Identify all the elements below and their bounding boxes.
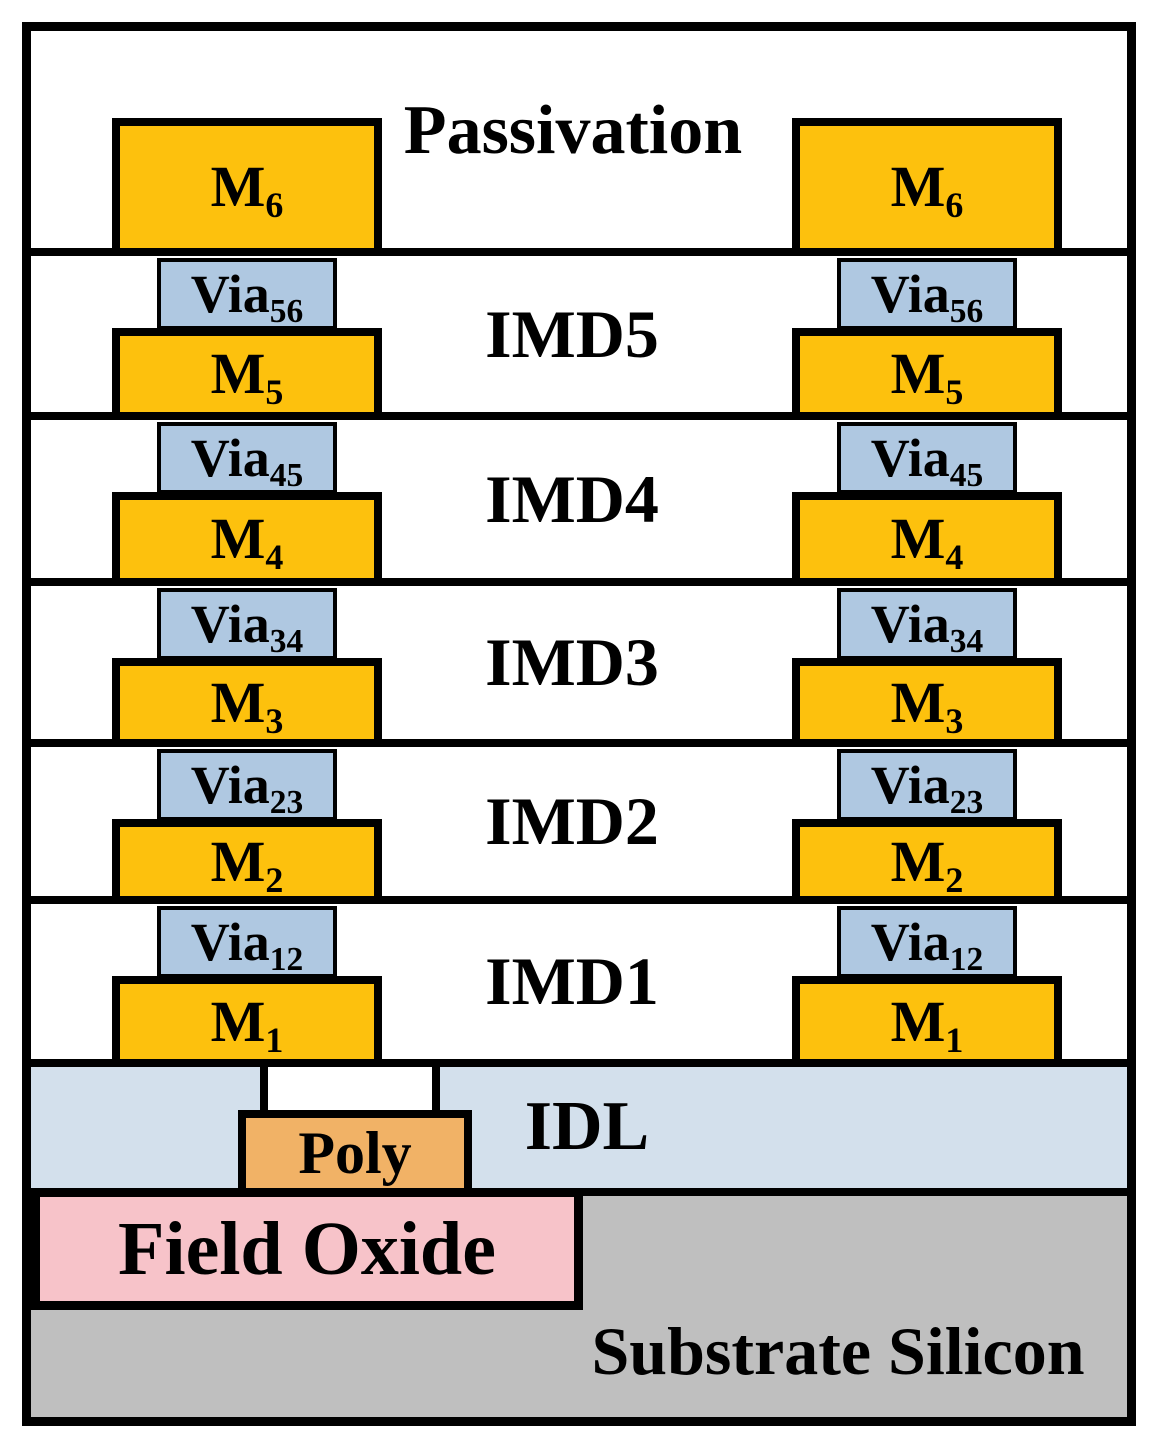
- field-oxide-label: Field Oxide: [118, 1207, 496, 1291]
- poly-block: Poly: [238, 1110, 472, 1196]
- via45-block-right: Via45: [837, 422, 1017, 494]
- via45-label-right: Via45: [870, 428, 984, 495]
- band-divider-imd3-imd2: [31, 739, 1127, 747]
- m2-label-right: M2: [890, 828, 964, 900]
- band-divider-imd5-imd4: [31, 412, 1127, 420]
- via56-block-right: Via56: [837, 258, 1017, 330]
- via34-block-right: Via34: [837, 588, 1017, 660]
- via34-label-right: Via34: [870, 594, 984, 661]
- field-oxide-block: Field Oxide: [31, 1188, 583, 1310]
- m3-block-left: M3: [112, 658, 382, 747]
- m5-label-left: M5: [210, 341, 284, 412]
- m1-block-right: M1: [792, 976, 1062, 1067]
- m6-block-left: M6: [112, 118, 382, 256]
- via23-label-right: Via23: [870, 755, 984, 822]
- contact-notch: [260, 1067, 440, 1118]
- via56-block-left: Via56: [157, 258, 337, 330]
- m6-label-right: M6: [890, 154, 964, 225]
- via12-block-left: Via12: [157, 906, 337, 978]
- imd4-label: IMD4: [485, 461, 659, 537]
- via23-block-left: Via23: [157, 749, 337, 821]
- via45-block-left: Via45: [157, 422, 337, 494]
- m5-label-right: M5: [890, 341, 964, 412]
- via23-label-left: Via23: [190, 755, 304, 822]
- via34-block-left: Via34: [157, 588, 337, 660]
- m3-label-left: M3: [210, 669, 284, 741]
- m2-block-right: M2: [792, 819, 1062, 904]
- m3-block-right: M3: [792, 658, 1062, 747]
- via34-label-left: Via34: [190, 594, 304, 661]
- imd2-label: IMD2: [485, 783, 659, 859]
- band-divider-imd2-imd1: [31, 896, 1127, 904]
- idl-label: IDL: [524, 1088, 650, 1165]
- passivation-label: Passivation: [403, 92, 743, 169]
- poly-label: Poly: [298, 1120, 412, 1186]
- imd5-label: IMD5: [485, 296, 659, 372]
- via23-block-right: Via23: [837, 749, 1017, 821]
- m4-label-right: M4: [890, 506, 964, 577]
- imd3-label: IMD3: [485, 624, 659, 700]
- m2-block-left: M2: [112, 819, 382, 904]
- m3-label-right: M3: [890, 669, 964, 741]
- via45-label-left: Via45: [190, 428, 304, 495]
- m6-label-left: M6: [210, 154, 284, 225]
- m4-block-left: M4: [112, 492, 382, 586]
- via12-label-right: Via12: [870, 912, 984, 979]
- m6-block-right: M6: [792, 118, 1062, 256]
- via56-label-right: Via56: [870, 264, 984, 331]
- via12-block-right: Via12: [837, 906, 1017, 978]
- m1-label-right: M1: [890, 988, 964, 1060]
- m5-block-right: M5: [792, 328, 1062, 420]
- via56-label-left: Via56: [190, 264, 304, 331]
- m2-label-left: M2: [210, 828, 284, 900]
- band-divider-imd4-imd3: [31, 578, 1127, 586]
- m5-block-left: M5: [112, 328, 382, 420]
- m1-label-left: M1: [210, 988, 284, 1060]
- m4-block-right: M4: [792, 492, 1062, 586]
- m4-label-left: M4: [210, 506, 284, 577]
- imd1-label: IMD1: [485, 943, 659, 1019]
- band-divider-passivation-imd5: [31, 248, 1127, 256]
- via12-label-left: Via12: [190, 912, 304, 979]
- m1-block-left: M1: [112, 976, 382, 1067]
- substrate-silicon-label: Substrate Silicon: [591, 1313, 1085, 1389]
